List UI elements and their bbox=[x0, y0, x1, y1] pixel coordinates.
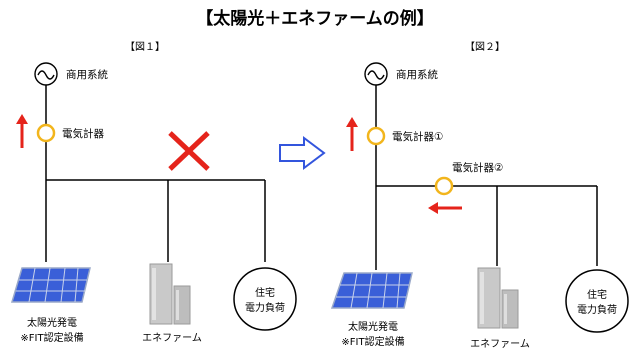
figure-2-meter-2-label: 電気計器② bbox=[452, 161, 503, 174]
figure-2-meter-1-label: 電気計器① bbox=[392, 130, 443, 143]
figure-2-solar-note: ※FIT認定設備 bbox=[341, 335, 404, 348]
figure-2-solar-label: 太陽光発電 bbox=[348, 320, 398, 333]
figure-1-solar-label: 太陽光発電 bbox=[27, 316, 77, 329]
fuel-cell-unit-icon bbox=[477, 267, 519, 329]
flow-arrow-left-icon bbox=[428, 202, 462, 214]
figure-1-load-label-1: 住宅 bbox=[255, 286, 275, 299]
ac-source-icon bbox=[364, 62, 388, 86]
cross-icon bbox=[168, 131, 210, 171]
meter-icon bbox=[366, 126, 386, 146]
load-circle bbox=[565, 269, 629, 333]
figure-1: 【図１】 商用系統 電気計器 bbox=[10, 41, 297, 344]
solar-panel-icon bbox=[330, 272, 413, 309]
figure-2: 【図２】 商用系統 電気計器① 電気計器② bbox=[330, 41, 629, 350]
load-circle bbox=[233, 267, 297, 331]
diagram-title: 【太陽光＋エネファームの例】 bbox=[196, 8, 434, 29]
figure-2-label: 【図２】 bbox=[465, 41, 505, 53]
flow-arrow-up-icon bbox=[346, 117, 358, 151]
ac-source-icon bbox=[34, 62, 58, 86]
transition-arrow-icon bbox=[279, 136, 326, 170]
figure-1-fuel-cell-label: エネファーム bbox=[142, 332, 202, 344]
figure-2-fuel-cell-label: エネファーム bbox=[470, 338, 530, 350]
figure-1-load-label-2: 電力負荷 bbox=[245, 301, 285, 314]
flow-arrow-up-icon bbox=[16, 114, 28, 148]
meter-icon bbox=[36, 123, 56, 143]
figure-2-grid-label: 商用系統 bbox=[396, 68, 438, 81]
meter-icon bbox=[434, 176, 454, 196]
figure-2-load-label-2: 電力負荷 bbox=[577, 303, 617, 316]
fuel-cell-unit-icon bbox=[149, 263, 191, 325]
figure-1-meter-label: 電気計器 bbox=[62, 127, 104, 140]
figure-1-grid-label: 商用系統 bbox=[66, 68, 108, 81]
figure-2-load-label-1: 住宅 bbox=[587, 288, 607, 301]
figure-1-solar-note: ※FIT認定設備 bbox=[20, 331, 83, 344]
solar-panel-icon bbox=[10, 267, 91, 303]
figure-1-label: 【図１】 bbox=[125, 41, 165, 53]
